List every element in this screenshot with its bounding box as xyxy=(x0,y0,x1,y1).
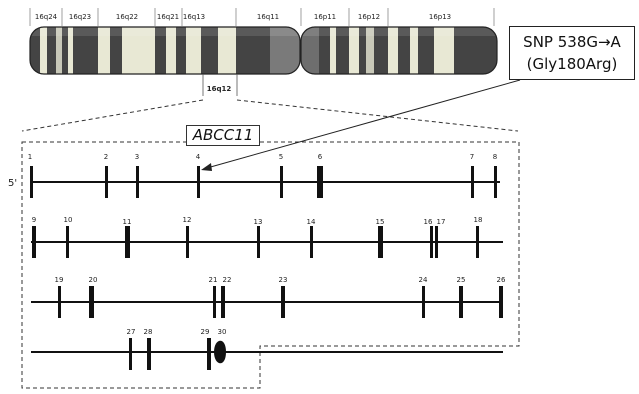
exon-row-1 xyxy=(30,166,497,198)
exon-labels-row-1: 1 2 3 4 5 6 7 8 xyxy=(28,153,497,161)
exon-label: 21 xyxy=(209,276,218,284)
exon-12 xyxy=(186,226,189,258)
exon-label: 5 xyxy=(279,153,283,161)
exon-label: 23 xyxy=(279,276,288,284)
exon-label: 19 xyxy=(55,276,64,284)
exon-30 xyxy=(214,340,226,364)
snp-pointer-arrow xyxy=(201,79,521,171)
exon-label: 11 xyxy=(123,218,132,226)
exon-label: 9 xyxy=(32,216,36,224)
exon-15 xyxy=(378,226,383,258)
zoom-lines xyxy=(21,99,519,132)
exon-29 xyxy=(207,338,211,370)
exon-9 xyxy=(32,226,36,258)
exon-1 xyxy=(30,166,33,198)
exon-23 xyxy=(281,286,285,318)
exon-16 xyxy=(430,226,433,258)
exon-label: 29 xyxy=(201,328,210,336)
exon-19 xyxy=(58,286,61,318)
exon-label: 13 xyxy=(254,218,263,226)
chromosome-p-arm xyxy=(300,26,498,75)
band-label: 16p11 xyxy=(314,13,336,21)
exon-label: 4 xyxy=(196,153,201,161)
exon-22 xyxy=(221,286,225,318)
gene-region-outline xyxy=(21,141,520,389)
exon-17 xyxy=(435,226,438,258)
exon-13 xyxy=(257,226,260,258)
exon-label: 17 xyxy=(437,218,446,226)
gene-name: ABCC11 xyxy=(186,125,260,146)
band-label: 16q11 xyxy=(257,13,279,21)
exon-labels-row-2: 9 10 11 12 13 14 15 16 17 18 xyxy=(32,216,483,226)
exon-10 xyxy=(66,226,69,258)
exon-label: 26 xyxy=(497,276,506,284)
exon-5 xyxy=(280,166,283,198)
exon-label: 8 xyxy=(493,153,497,161)
exon-label: 2 xyxy=(104,153,108,161)
exon-label: 1 xyxy=(28,153,32,161)
exon-21 xyxy=(213,286,216,318)
locus-marker: 16q12 xyxy=(202,74,238,96)
exon-20 xyxy=(89,286,94,318)
exon-label: 7 xyxy=(470,153,474,161)
exon-labels-row-3: 19 20 21 22 23 24 25 26 xyxy=(55,276,506,284)
exon-row-3 xyxy=(58,286,503,318)
gene-backbones xyxy=(30,181,503,353)
exon-18 xyxy=(476,226,479,258)
exon-28 xyxy=(147,338,151,370)
exon-row-2 xyxy=(32,226,479,258)
exon-label: 24 xyxy=(419,276,428,284)
band-label: 16q13 xyxy=(183,13,205,21)
band-label: 16q21 xyxy=(157,13,179,21)
exon-row-4 xyxy=(129,338,226,370)
band-label: 16p12 xyxy=(358,13,380,21)
exon-label: 30 xyxy=(218,328,227,336)
exon-label: 12 xyxy=(183,216,192,224)
exon-label: 22 xyxy=(223,276,232,284)
snp-callout: SNP 538G→A (Gly180Arg) xyxy=(509,26,635,80)
exon-label: 28 xyxy=(144,328,153,336)
exon-7 xyxy=(471,166,474,198)
exon-14 xyxy=(310,226,313,258)
band-label: 16q24 xyxy=(35,13,58,21)
exon-label: 14 xyxy=(307,218,316,226)
exon-2 xyxy=(105,166,108,198)
exon-label: 18 xyxy=(474,216,483,224)
exon-label: 25 xyxy=(457,276,466,284)
band-labels: 16q24 16q23 16q22 16q21 16q13 16q11 16p1… xyxy=(35,13,451,21)
exon-25 xyxy=(459,286,463,318)
band-label: 16p13 xyxy=(429,13,451,21)
band-label: 16q22 xyxy=(116,13,138,21)
exon-27 xyxy=(129,338,132,370)
exon-label: 6 xyxy=(318,153,323,161)
five-prime-label: 5' xyxy=(8,178,17,189)
exon-label: 15 xyxy=(376,218,385,226)
chromosome-q-arm xyxy=(29,26,301,75)
band-dividers xyxy=(29,8,495,26)
locus-label: 16q12 xyxy=(207,85,232,93)
exon-label: 10 xyxy=(64,216,73,224)
band-label: 16q23 xyxy=(69,13,91,21)
exon-6 xyxy=(317,166,323,198)
exon-labels-row-4: 27 28 29 30 xyxy=(127,328,227,336)
snp-amino-acid-change: (Gly180Arg) xyxy=(526,55,618,73)
exon-3 xyxy=(136,166,139,198)
exon-8 xyxy=(494,166,497,198)
exon-4 xyxy=(197,166,200,198)
exon-11 xyxy=(125,226,130,258)
exon-label: 16 xyxy=(424,218,433,226)
exon-26 xyxy=(499,286,503,318)
exon-label: 3 xyxy=(135,153,139,161)
exon-label: 20 xyxy=(89,276,98,284)
snp-variant: SNP 538G→A xyxy=(523,33,621,51)
exon-label: 27 xyxy=(127,328,136,336)
exon-24 xyxy=(422,286,425,318)
